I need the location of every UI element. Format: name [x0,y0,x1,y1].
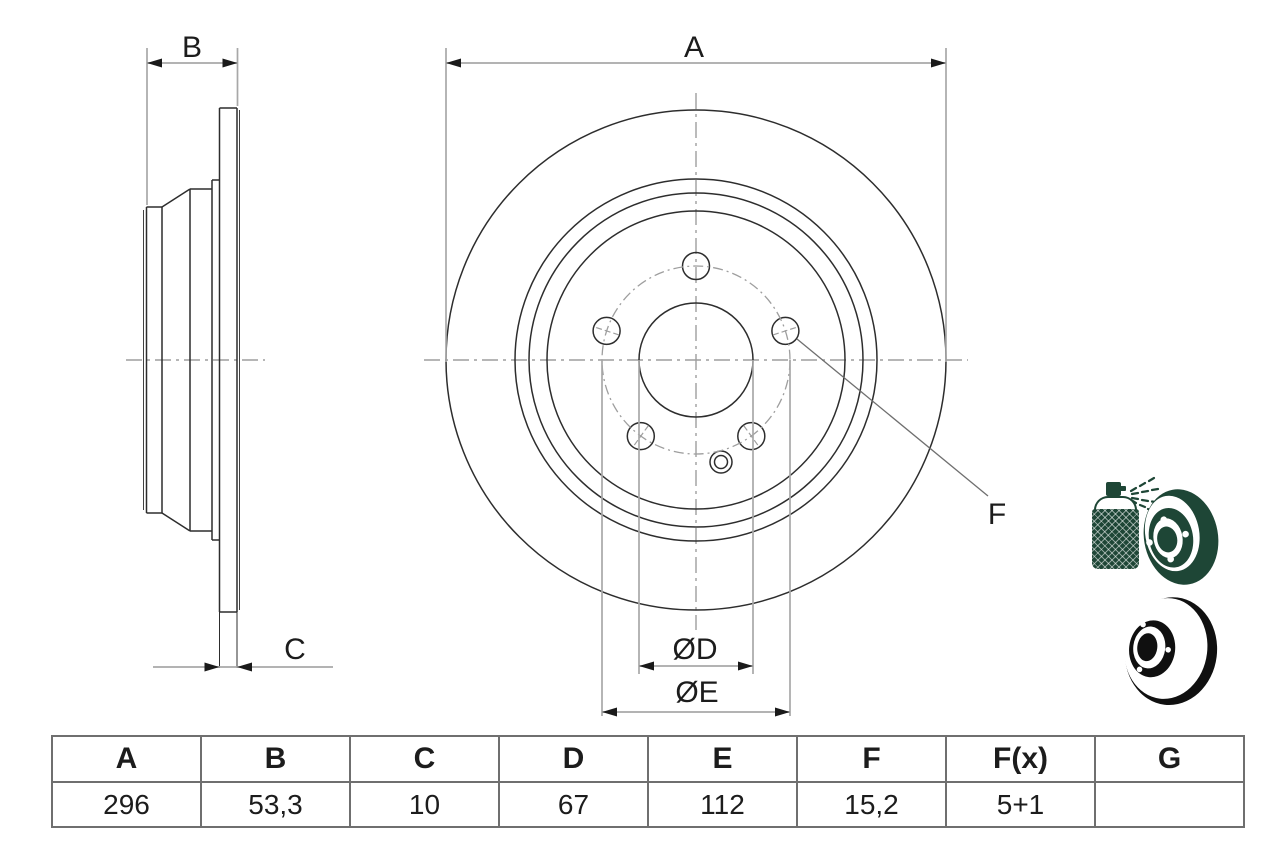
arrowhead [237,662,252,672]
arrowhead [446,58,461,68]
spec-value: 15,2 [796,781,947,828]
spray-can-cap [1106,482,1121,496]
spray-coated-disc-icon [1129,476,1219,585]
spec-value: 296 [51,781,202,828]
bolt-hole [592,316,621,346]
spec-col-header: F [796,735,947,783]
spec-header-row: A B C D E F F(x) G [51,735,1245,783]
arrowhead [204,662,220,672]
spec-value: 112 [647,781,798,828]
arrowhead [931,58,946,68]
dim-label-f: F [988,498,1006,531]
bolt-hole [626,421,656,451]
locating-pin-hole-inner [713,454,729,470]
dimension-D: ØD [638,360,754,674]
spec-col-header: F(x) [945,735,1096,783]
spec-col-header: B [200,735,351,783]
spec-value: 67 [498,781,649,828]
dimension-C: C [153,633,333,672]
locating-pin-hole [709,450,733,474]
arrowhead [775,707,790,717]
spec-value: 53,3 [200,781,351,828]
arrowhead [639,661,654,671]
spray-can-nozzle [1120,486,1126,491]
dimension-A: A [445,31,947,362]
arrowhead [222,58,238,68]
spray-can-icon [1092,509,1139,569]
arrowhead [602,707,617,717]
arrowhead [147,58,162,68]
bolt-hole [771,316,800,346]
dim-label-dia-e: ØE [675,676,718,709]
dimension-B: B [146,31,239,205]
spec-value: 5+1 [945,781,1096,828]
dim-label-c: C [284,633,306,666]
dim-label-dia-d: ØD [673,633,718,666]
spec-col-header: A [51,735,202,783]
spec-col-header: D [498,735,649,783]
dimension-E: ØE [601,360,791,717]
leader-F: F [796,338,1006,531]
bolt-hole [737,421,766,451]
brake-disc-drawing: B A C [126,31,1219,717]
dimension-spec-table: A B C D E F F(x) G 296 53,3 10 67 112 15… [51,735,1245,828]
dim-label-a: A [684,31,704,64]
arrowhead [738,661,753,671]
spec-value: 10 [349,781,500,828]
dim-label-b: B [182,31,202,64]
spec-value [1094,781,1245,828]
side-view [143,107,240,668]
bolt-hole [681,251,711,281]
spec-col-header: G [1094,735,1245,783]
spec-value-row: 296 53,3 10 67 112 15,2 5+1 [51,781,1245,828]
spec-col-header: E [647,735,798,783]
spec-col-header: C [349,735,500,783]
spray-can-shoulder [1094,496,1137,510]
solid-brake-disc-icon [1124,597,1218,706]
